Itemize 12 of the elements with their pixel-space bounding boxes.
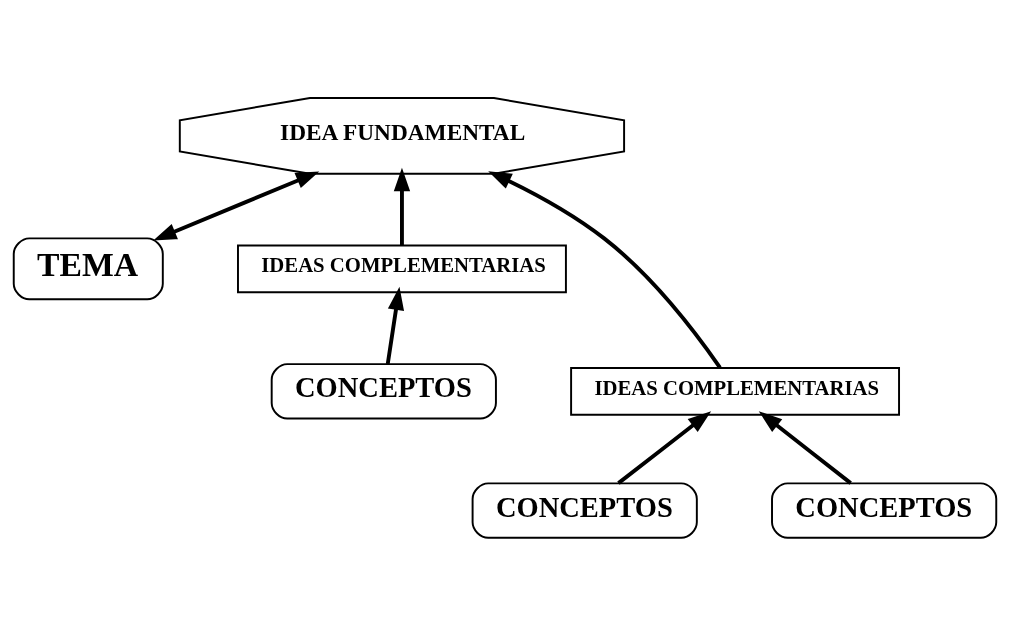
node-box: TEMA: [12, 237, 164, 301]
arrow: [617, 411, 712, 485]
node-box: CONCEPTOS: [771, 482, 998, 539]
arrow: [488, 171, 722, 369]
node-box: CONCEPTOS: [471, 482, 698, 539]
node-box: CONCEPTOS: [270, 363, 497, 420]
arrow: [393, 167, 411, 246]
node-box: IDEAS COMPLEMENTARIAS: [237, 244, 567, 294]
node-box: IDEAS COMPLEMENTARIAS: [570, 367, 900, 416]
arrow: [153, 171, 320, 241]
arrow: [758, 411, 852, 485]
arrow: [385, 286, 405, 365]
